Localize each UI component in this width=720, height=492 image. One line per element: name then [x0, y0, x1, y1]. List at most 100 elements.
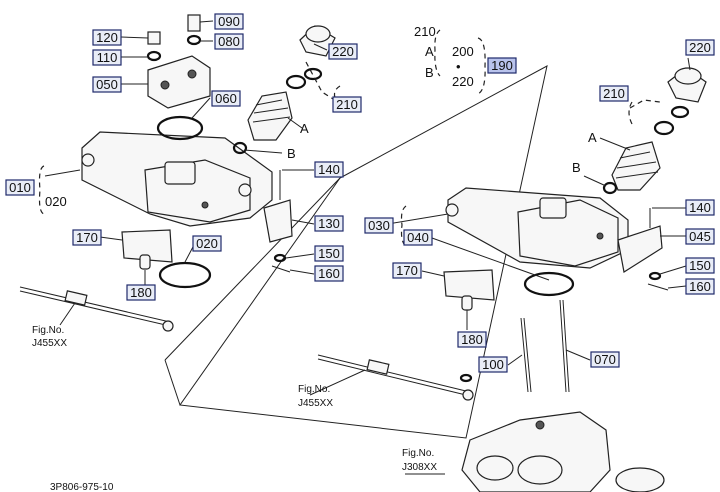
legend-200: 200	[452, 44, 474, 59]
frame-line	[179, 65, 548, 439]
callout-210-right-text: 210	[603, 86, 625, 101]
callout-130[interactable]	[314, 215, 344, 232]
callout-100[interactable]	[478, 356, 508, 373]
callout-030-text: 030	[368, 218, 390, 233]
callout-100-text: 100	[482, 357, 504, 372]
callout-045-text: 045	[689, 229, 711, 244]
brace-010-020	[38, 165, 45, 215]
right-washer-150	[648, 271, 662, 281]
brace-030-040	[400, 205, 407, 247]
bolt-100-b	[523, 317, 532, 393]
callout-170-right[interactable]	[392, 262, 422, 279]
callout-045[interactable]	[685, 228, 715, 245]
callout-160-right-text: 160	[689, 279, 711, 294]
legend-220: 220	[452, 74, 474, 89]
callout-080[interactable]	[214, 33, 244, 50]
right-bracket-170	[443, 269, 495, 301]
letter-A-left: A	[300, 121, 309, 136]
letter-B-left: B	[287, 146, 296, 161]
callout-150-left-text: 150	[318, 246, 340, 261]
figref-mid-line2: J455XX	[298, 398, 333, 409]
oring-020	[158, 261, 212, 289]
left-pin-160	[271, 265, 291, 273]
callout-060-text: 060	[215, 91, 237, 106]
callout-140-right-text: 140	[689, 200, 711, 215]
bracket-210-left	[305, 61, 339, 103]
callout-220-left[interactable]	[328, 43, 358, 60]
callout-220-right[interactable]	[685, 39, 715, 56]
callout-050[interactable]	[92, 76, 122, 93]
leader-B-left	[243, 149, 283, 154]
legend-210: 210	[414, 24, 436, 39]
callout-010-text: 010	[9, 180, 31, 195]
callout-220-left-text: 220	[332, 44, 354, 59]
callout-010[interactable]	[5, 179, 35, 196]
figref-right-line2: J308XX	[402, 462, 437, 473]
bracket-210-right	[629, 99, 661, 109]
callout-020-text: 020	[196, 236, 218, 251]
callout-040-text: 040	[407, 230, 429, 245]
callout-120-text: 120	[96, 30, 118, 45]
callout-040[interactable]	[403, 229, 433, 246]
left-solenoid	[232, 91, 293, 155]
callout-160-left[interactable]	[314, 265, 344, 282]
left-cover-050	[147, 55, 211, 109]
callout-070-text: 070	[594, 352, 616, 367]
callout-220-right-text: 220	[689, 40, 711, 55]
callout-140-left-text: 140	[318, 162, 340, 177]
callout-180-left[interactable]	[126, 284, 156, 301]
leader-A-left	[287, 117, 303, 129]
callout-210-right[interactable]	[599, 85, 629, 102]
brace-210-AB	[434, 29, 441, 77]
right-valve-body	[445, 187, 629, 269]
callout-190[interactable]	[487, 57, 517, 74]
callout-120[interactable]	[92, 29, 122, 46]
figref-right-line1: Fig.No.	[402, 448, 434, 459]
right-oring-040	[523, 271, 575, 297]
part-090	[187, 14, 201, 32]
frame-line-bottom	[164, 359, 181, 406]
right-solenoid	[602, 141, 661, 195]
letter-A-right: A	[588, 130, 597, 145]
callout-090[interactable]	[214, 13, 244, 30]
callout-150-right-text: 150	[689, 258, 711, 273]
drawing-code: 3P806-975-10	[50, 482, 114, 492]
callout-170-left-text: 170	[76, 230, 98, 245]
callout-090-text: 090	[218, 14, 240, 29]
left-coil-220	[299, 25, 336, 57]
part-080	[186, 34, 202, 46]
callout-150-left[interactable]	[314, 245, 344, 262]
label-020-plain: 020	[45, 194, 67, 209]
callout-030[interactable]	[364, 217, 394, 234]
part-120	[147, 31, 161, 45]
callout-060[interactable]	[211, 90, 241, 107]
callout-170-left[interactable]	[72, 229, 102, 246]
bolt-070-a	[559, 299, 567, 393]
leader-A-right	[599, 137, 631, 151]
leader-B-right	[583, 175, 607, 187]
right-bolt-180	[461, 295, 473, 311]
right-seal-210a	[653, 120, 675, 136]
frame-line-left	[164, 177, 341, 361]
left-cable	[19, 286, 174, 332]
callout-180-left-text: 180	[130, 285, 152, 300]
figref-left-line1: Fig.No.	[32, 325, 64, 336]
leader-lines	[44, 20, 691, 396]
callout-180-right[interactable]	[457, 331, 487, 348]
callout-080-text: 080	[218, 34, 240, 49]
callout-020[interactable]	[192, 235, 222, 252]
callout-110[interactable]	[92, 49, 122, 66]
callout-070[interactable]	[590, 351, 620, 368]
callout-160-right[interactable]	[685, 278, 715, 295]
callout-150-right[interactable]	[685, 257, 715, 274]
brace-210-right	[628, 101, 633, 125]
left-seal-210a	[285, 74, 307, 90]
callout-140-left[interactable]	[314, 161, 344, 178]
figref-mid-line1: Fig.No.	[298, 384, 330, 395]
left-washer-150	[273, 253, 287, 263]
callout-210-left[interactable]	[332, 96, 362, 113]
callout-140-right[interactable]	[685, 199, 715, 216]
left-valve-body	[81, 131, 273, 227]
left-lever-130	[263, 199, 293, 243]
